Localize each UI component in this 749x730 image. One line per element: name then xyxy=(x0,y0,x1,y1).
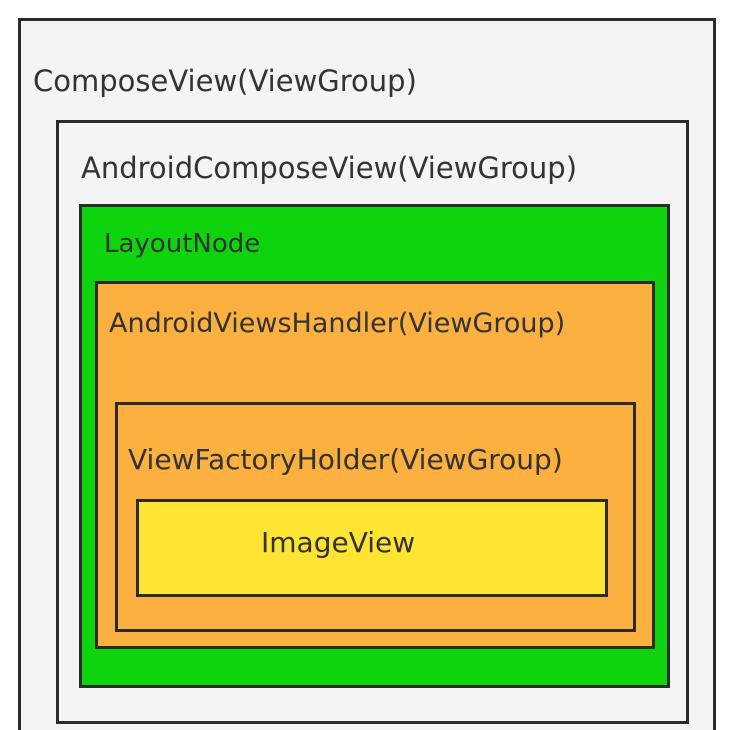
layout-node-box: LayoutNode AndroidViewsHandler(ViewGroup… xyxy=(79,204,670,688)
image-view-label: ImageView xyxy=(261,526,416,559)
image-view-box: ImageView xyxy=(136,499,608,597)
compose-view-box: ComposeView(ViewGroup) AndroidComposeVie… xyxy=(18,18,716,730)
compose-view-label: ComposeView(ViewGroup) xyxy=(33,64,417,98)
layout-node-label: LayoutNode xyxy=(104,229,261,259)
view-factory-holder-box: ViewFactoryHolder(ViewGroup) ImageView xyxy=(115,402,636,632)
android-compose-view-label: AndroidComposeView(ViewGroup) xyxy=(81,151,578,185)
view-factory-holder-label: ViewFactoryHolder(ViewGroup) xyxy=(128,443,563,476)
android-views-handler-label: AndroidViewsHandler(ViewGroup) xyxy=(109,308,566,339)
android-compose-view-box: AndroidComposeView(ViewGroup) LayoutNode… xyxy=(56,120,689,724)
android-views-handler-box: AndroidViewsHandler(ViewGroup) ViewFacto… xyxy=(95,281,655,649)
